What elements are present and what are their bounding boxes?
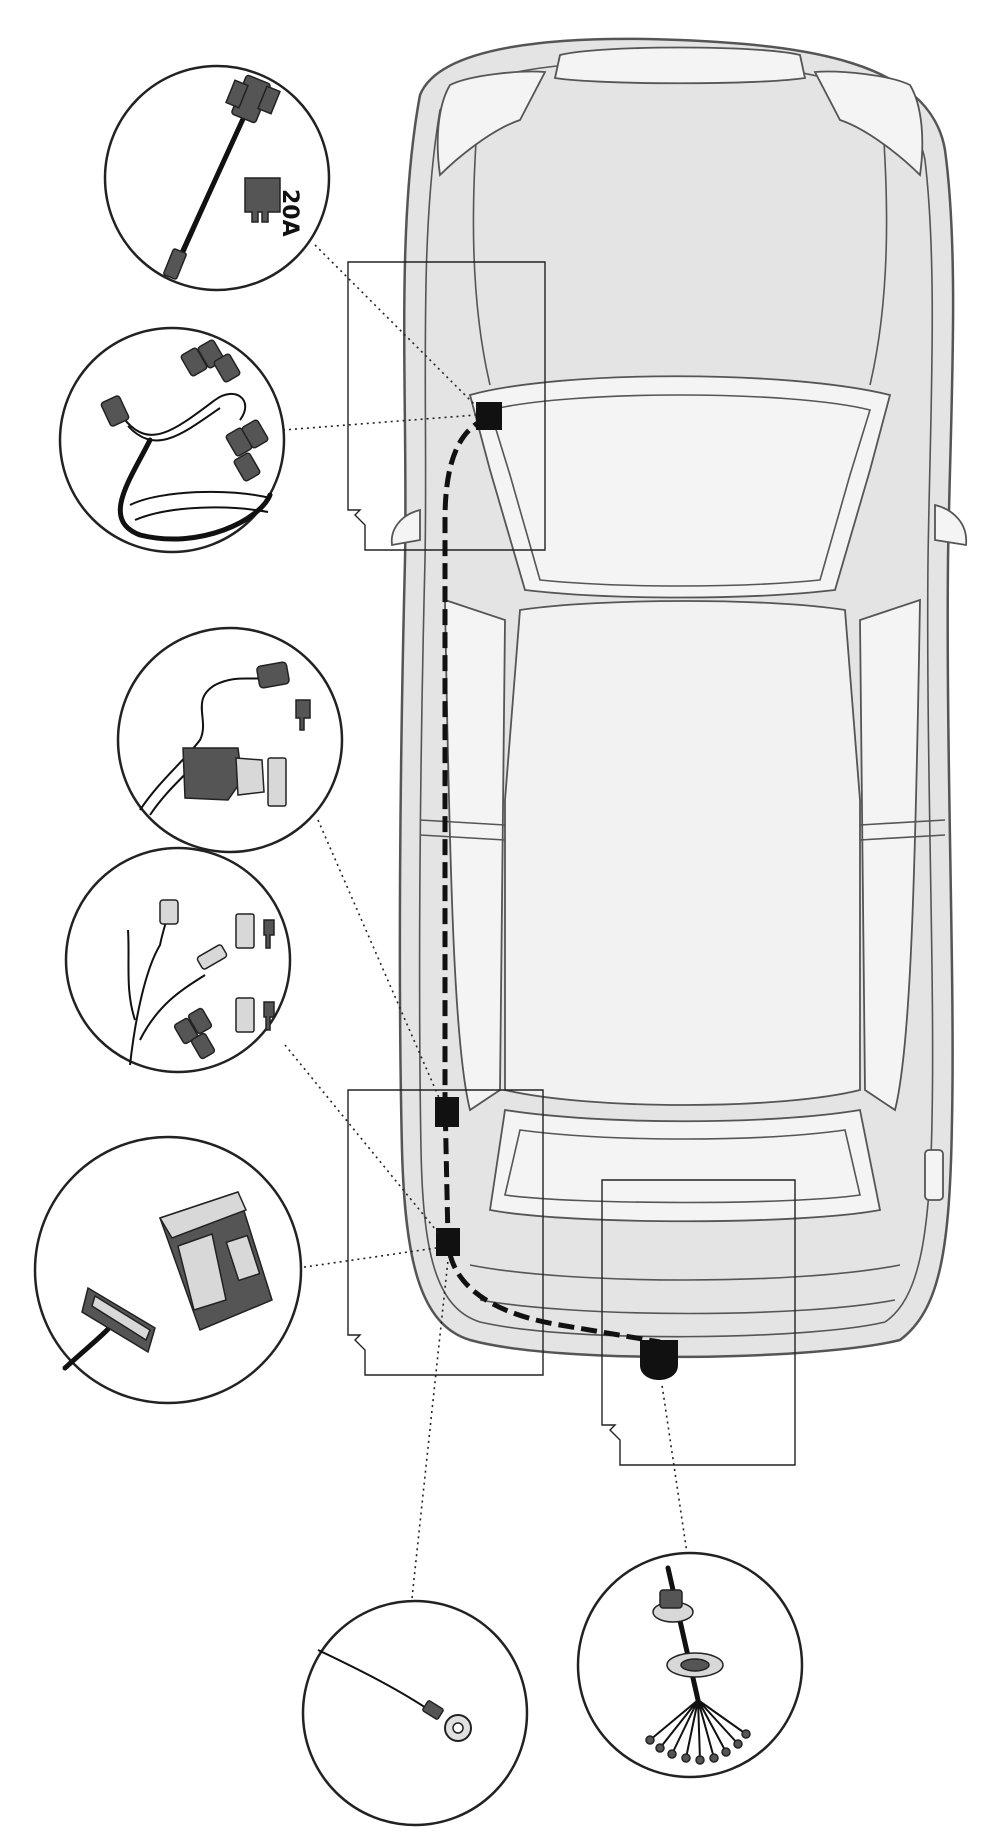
fuse-tap-icon: 20A (163, 74, 302, 280)
callout-fuse-tap: 20A (103, 64, 331, 292)
fuse-label: 20A (277, 189, 302, 237)
headlight-right (813, 70, 924, 177)
headlight-left (436, 70, 547, 177)
leader-ground-ring (411, 1259, 449, 1599)
callout-relay (116, 626, 344, 854)
callout-spade-connectors (64, 846, 292, 1074)
connector-module (436, 1228, 460, 1256)
relay-connector-icon (139, 661, 311, 816)
callout-circle (64, 846, 292, 1074)
callout-circle (116, 626, 344, 854)
rear-reflector (924, 1149, 944, 1201)
mirror-left (390, 508, 421, 547)
tailgate-line (469, 1264, 901, 1281)
windshield-inner (488, 394, 872, 587)
frame-rear-left (347, 1089, 544, 1376)
leader-wire-plugs (282, 414, 477, 431)
front-grille (553, 46, 807, 85)
callout-wire-plugs (58, 326, 286, 554)
rear-window-inner (504, 1129, 861, 1204)
frame-front (347, 261, 546, 551)
wire-plugs-icon (100, 339, 273, 542)
callout-ground-ring (301, 1599, 529, 1827)
leader-trailer-socket (661, 1384, 689, 1561)
callout-circle (58, 326, 286, 554)
trailer-socket-icon (645, 1565, 751, 1765)
mirror-right (934, 503, 967, 547)
frame-rear-right (601, 1179, 796, 1466)
rear-bumper-line (479, 1299, 896, 1315)
callout-control-module (33, 1135, 303, 1405)
connector-fuse-box (476, 402, 502, 430)
leader-fuse-tap (314, 244, 479, 409)
connector-relay (435, 1097, 459, 1127)
side-window-right (859, 598, 921, 1112)
ground-ring-terminal-icon (317, 1649, 472, 1742)
callout-circle (301, 1599, 529, 1827)
connectors (435, 402, 678, 1380)
leader-spade-connectors (284, 1044, 441, 1236)
connector-socket-rear (640, 1340, 678, 1380)
b-pillar-right (859, 819, 946, 841)
windshield (468, 375, 892, 599)
roof (504, 600, 861, 1106)
detail-frames (347, 261, 796, 1466)
spade-connectors-icon (127, 899, 275, 1066)
control-module-icon (62, 1191, 273, 1371)
car-top-view (390, 37, 967, 1359)
leader-lines (282, 244, 689, 1599)
rear-window (488, 1108, 882, 1223)
b-pillar-left (419, 819, 506, 841)
callout-trailer-socket (576, 1551, 804, 1779)
